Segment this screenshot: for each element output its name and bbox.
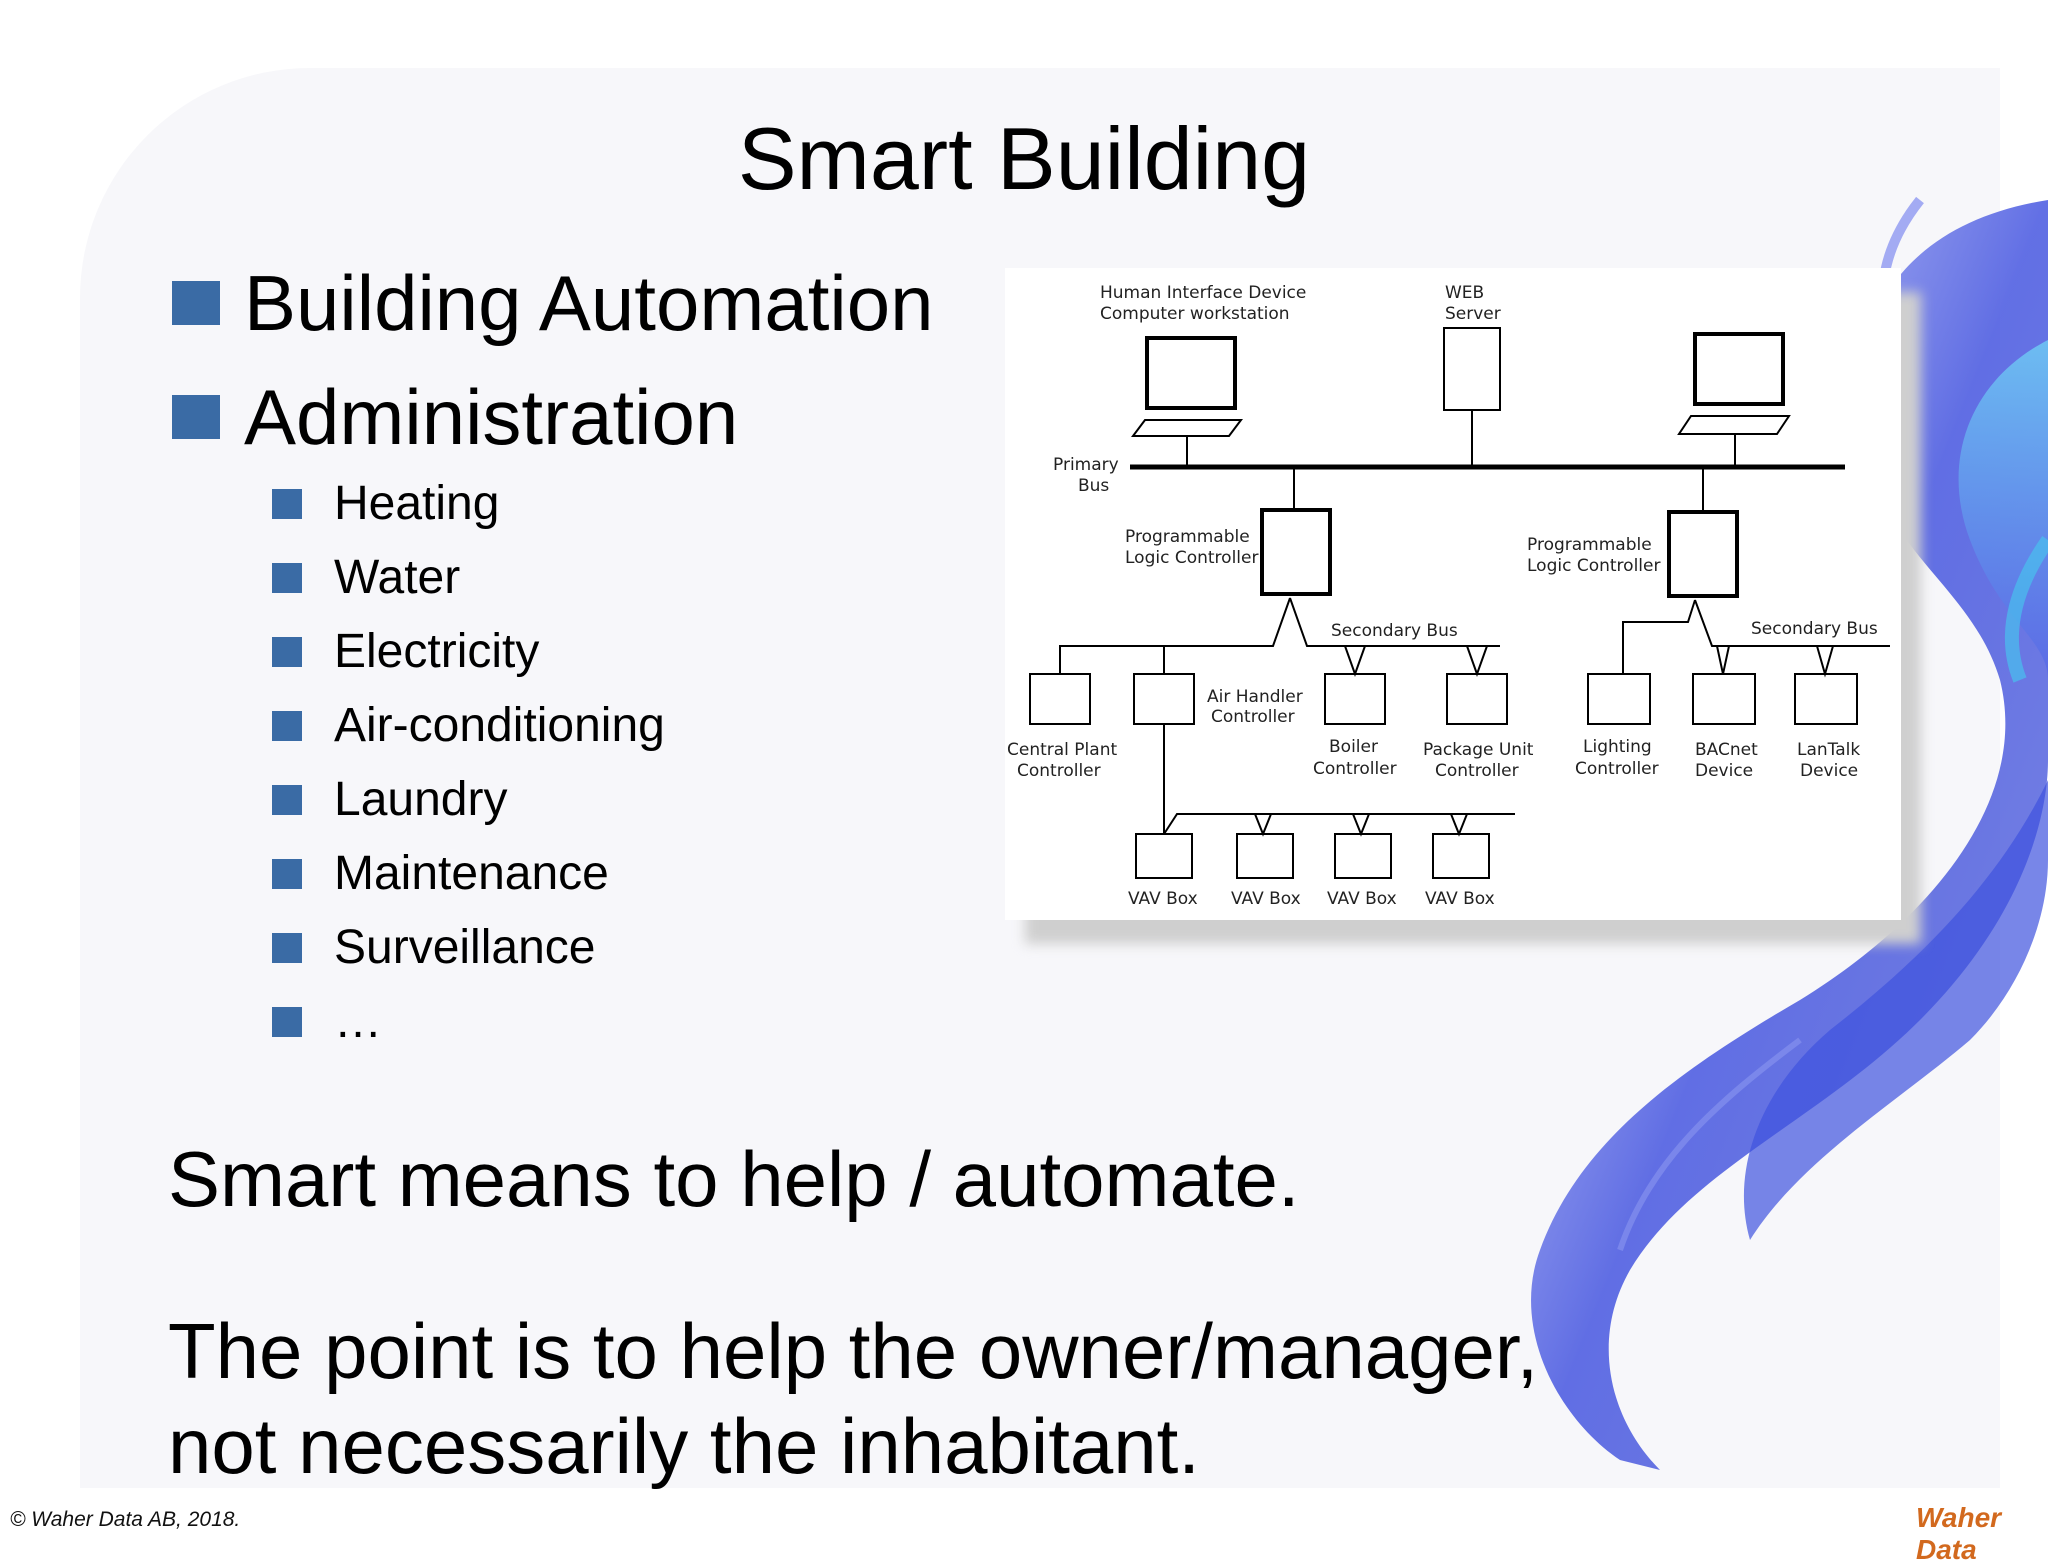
device-box-icon: [1133, 673, 1195, 725]
sub-bullet-text: Maintenance: [334, 847, 609, 900]
diagram-label: Controller: [1575, 759, 1659, 779]
company-logo: Waher Data: [1916, 1502, 2002, 1565]
web-server-icon: [1443, 327, 1501, 411]
statement-text: Smart means to help / automate.: [168, 1135, 1300, 1223]
diagram-label: Programmable: [1527, 535, 1652, 555]
diagram-label: VAV Box: [1231, 889, 1301, 909]
sub-bullet-item: Surveillance: [272, 924, 595, 972]
diagram-label: VAV Box: [1327, 889, 1397, 909]
diagram-label: Human Interface Device: [1100, 283, 1306, 303]
sub-bullet-text: …: [334, 995, 382, 1048]
keyboard-icon: [1677, 415, 1791, 435]
diagram-label: BACnet: [1695, 740, 1758, 760]
sub-bullet-text: Air-conditioning: [334, 699, 665, 752]
diagram-label: Central Plant: [1007, 740, 1117, 760]
diagram-label: Logic Controller: [1125, 548, 1258, 568]
sub-bullet-item: Air-conditioning: [272, 702, 665, 750]
device-box-icon: [1794, 673, 1858, 725]
sub-bullet-item: Electricity: [272, 628, 539, 676]
sub-bullet-item: Water: [272, 554, 460, 602]
bullet-text: Administration: [244, 373, 739, 461]
diagram-label: VAV Box: [1425, 889, 1495, 909]
diagram-label: Logic Controller: [1527, 556, 1660, 576]
device-box-icon: [1446, 673, 1508, 725]
plc-box-icon: [1667, 510, 1739, 598]
vav-box-icon: [1236, 833, 1294, 879]
slide-title: Smart Building: [737, 109, 1311, 208]
diagram-label: Bus: [1078, 476, 1109, 496]
bullet-square-icon: [272, 785, 302, 815]
sub-bullet-text: Electricity: [334, 625, 540, 678]
sub-bullet-item: …: [272, 998, 382, 1046]
diagram-label: Server: [1445, 304, 1501, 324]
device-box-icon: [1324, 673, 1386, 725]
bullet-square-icon: [172, 281, 220, 325]
vav-box-icon: [1334, 833, 1392, 879]
diagram-canvas: Human Interface Device Computer workstat…: [1005, 268, 1901, 920]
diagram-label: Lighting: [1583, 737, 1652, 757]
diagram-label: Boiler: [1329, 737, 1378, 757]
diagram-label: WEB: [1445, 283, 1484, 303]
diagram-label: VAV Box: [1128, 889, 1198, 909]
diagram-label: LanTalk: [1797, 740, 1860, 760]
diagram-label: Device: [1800, 761, 1858, 781]
plc-box-icon: [1260, 508, 1332, 596]
network-diagram: Human Interface Device Computer workstat…: [1005, 268, 1921, 944]
device-box-icon: [1587, 673, 1651, 725]
device-box-icon: [1029, 673, 1091, 725]
bullet-square-icon: [272, 563, 302, 593]
keyboard-icon: [1131, 419, 1243, 437]
diagram-label: Programmable: [1125, 527, 1250, 547]
bullet-square-icon: [272, 637, 302, 667]
bullet-text: Building Automation: [244, 259, 934, 347]
sub-bullet-text: Heating: [334, 477, 500, 530]
diagram-label: Computer workstation: [1100, 304, 1290, 324]
point-line-2: not necessarily the inhabitant.: [168, 1402, 1200, 1490]
diagram-label: Package Unit: [1423, 740, 1534, 760]
diagram-label: Device: [1695, 761, 1753, 781]
workstation-monitor-icon: [1693, 332, 1785, 406]
device-box-icon: [1692, 673, 1756, 725]
bullet-item: Administration: [172, 378, 738, 456]
diagram-label: Controller: [1211, 707, 1295, 727]
bullet-square-icon: [272, 859, 302, 889]
point-line-1: The point is to help the owner/manager,: [168, 1307, 1539, 1395]
bullet-square-icon: [272, 1007, 302, 1037]
sub-bullet-text: Surveillance: [334, 921, 596, 974]
sub-bullet-text: Laundry: [334, 773, 508, 826]
sub-bullet-item: Heating: [272, 480, 499, 528]
diagram-label: Primary: [1053, 455, 1119, 475]
sub-bullet-item: Maintenance: [272, 850, 609, 898]
sub-bullet-text: Water: [334, 551, 461, 604]
copyright-footer: © Waher Data AB, 2018.: [10, 1508, 241, 1531]
bullet-square-icon: [272, 711, 302, 741]
diagram-label: Secondary Bus: [1751, 619, 1878, 639]
workstation-monitor-icon: [1145, 336, 1237, 410]
bullet-square-icon: [272, 933, 302, 963]
vav-box-icon: [1432, 833, 1490, 879]
vav-box-icon: [1135, 833, 1193, 879]
bullet-square-icon: [272, 489, 302, 519]
diagram-label: Controller: [1017, 761, 1101, 781]
bullet-item: Building Automation: [172, 264, 933, 342]
diagram-label: Controller: [1435, 761, 1519, 781]
diagram-label: Controller: [1313, 759, 1397, 779]
diagram-label: Secondary Bus: [1331, 621, 1458, 641]
diagram-label: Air Handler: [1207, 687, 1303, 707]
sub-bullet-item: Laundry: [272, 776, 507, 824]
bullet-square-icon: [172, 395, 220, 439]
